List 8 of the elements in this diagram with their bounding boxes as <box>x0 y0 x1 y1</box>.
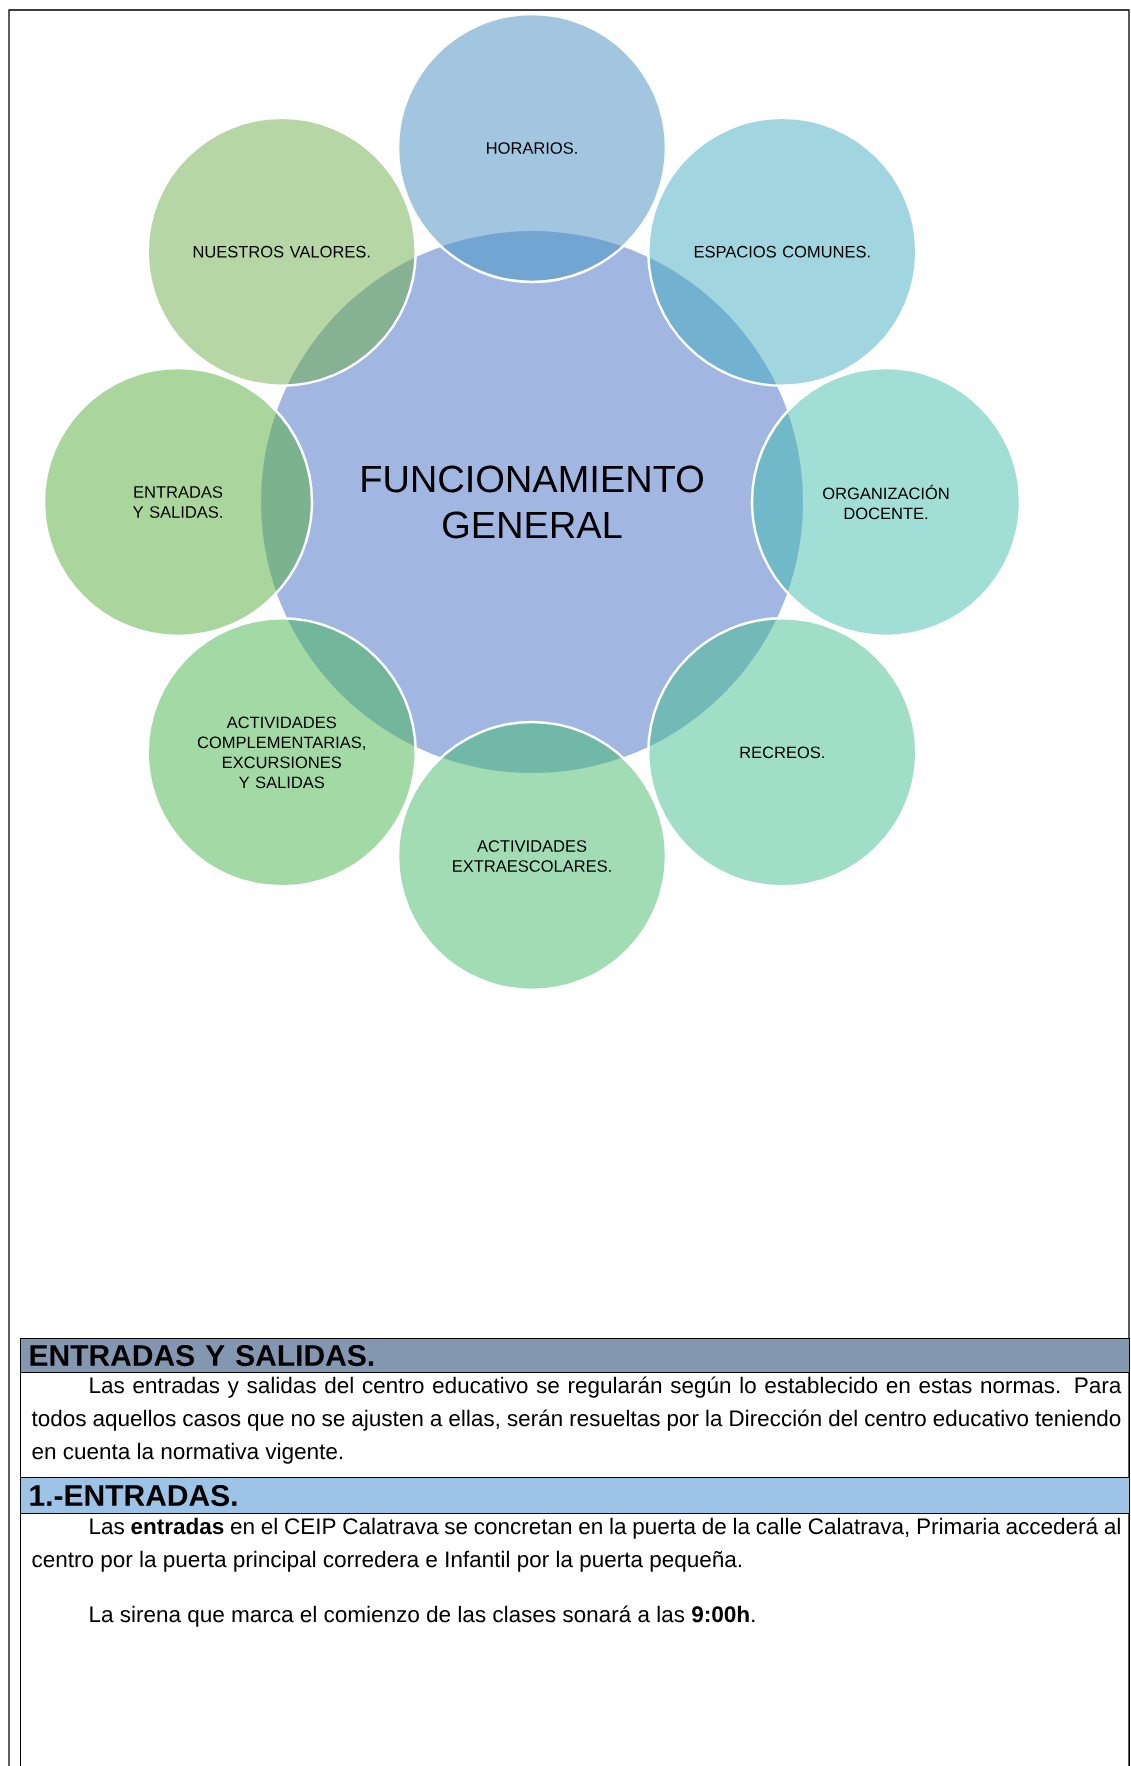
node-label: Y SALIDAS <box>238 776 325 789</box>
node-label: HORARIOS. <box>487 142 577 154</box>
text-box: Las entradas en el CEIP Calatrava se concretan en la puerta de la calle Calatrava, Primaria accederá al centro por la puerta principal corredera e Infantil por la puerta pequeña. La sirena que marca el comienzo de las clases sonará a las 9:00h. <box>20 1513 1130 1766</box>
section-heading: ENTRADAS Y SALIDAS. <box>20 1338 1130 1373</box>
node-label: ORGANIZACIÓN DOCENTE. <box>823 484 949 520</box>
node-label: ACTIVIDADES EXTRAESCOLARES. <box>453 840 611 872</box>
section-heading: 1.-ENTRADAS. <box>20 1477 1130 1514</box>
node-label: ENTRADAS Y SALIDAS. <box>132 486 223 518</box>
